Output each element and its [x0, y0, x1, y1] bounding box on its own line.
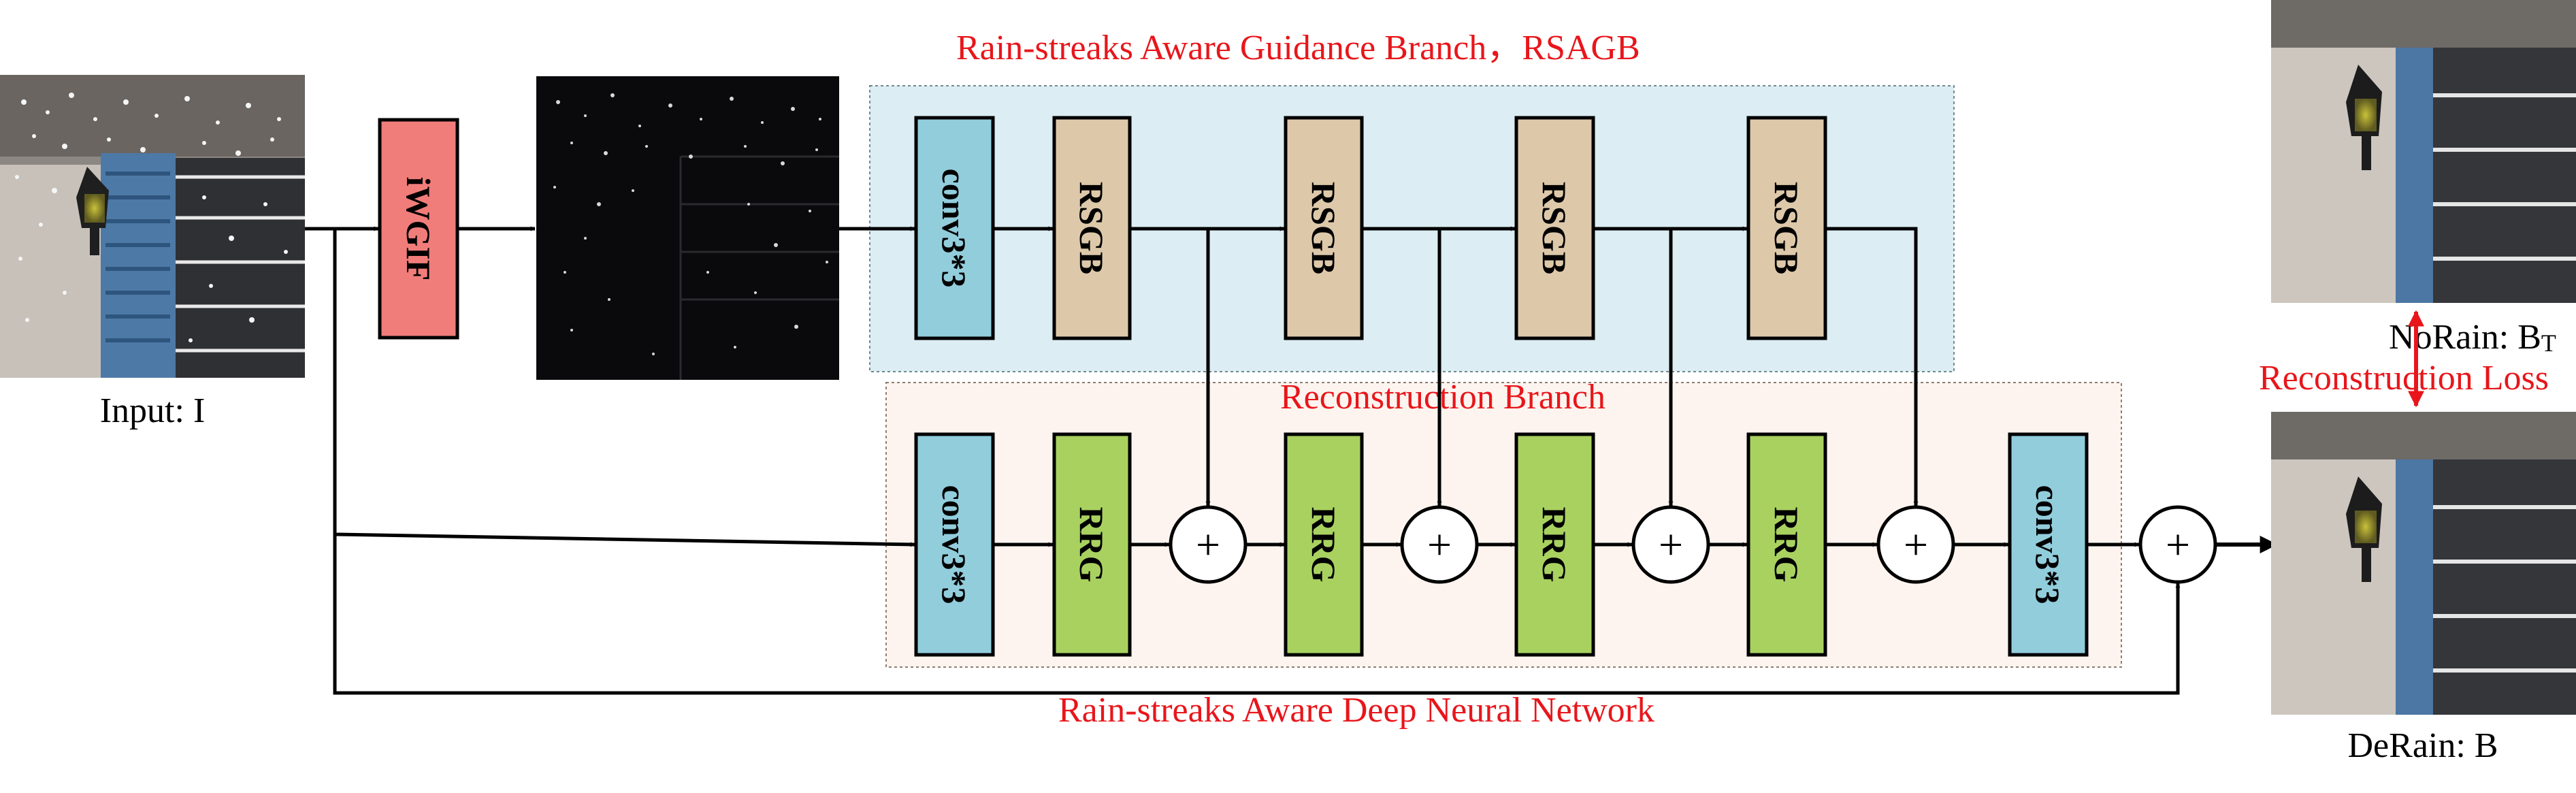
- norain-image: [2271, 0, 2576, 303]
- rsagb-title: Rain-streaks Aware Guidance Branch，RSAGB: [956, 29, 1640, 67]
- plus-node-1: +: [1169, 505, 1248, 584]
- conv-label-top: conv3*3: [935, 169, 973, 288]
- connections: [305, 226, 2181, 695]
- rsgb-label-1: RSGB: [1073, 182, 1111, 274]
- input-label: Input: I: [100, 391, 206, 430]
- derain-label: DeRain: B: [2348, 726, 2498, 765]
- rrg-block-3: [1514, 432, 1595, 657]
- conv-label-bottom-1: conv3*3: [935, 485, 973, 604]
- rrg-block-4: [1746, 432, 1827, 657]
- rsgb-block-3: [1514, 116, 1595, 340]
- rrg-label-1: RRG: [1073, 506, 1111, 582]
- rsgb-label-4: RSGB: [1767, 182, 1806, 274]
- rrg-label-3: RRG: [1535, 506, 1574, 582]
- svg-text:+: +: [1196, 521, 1220, 569]
- rsgb-label-2: RSGB: [1305, 182, 1343, 274]
- svg-text:+: +: [2166, 521, 2190, 569]
- svg-text:+: +: [1904, 521, 1928, 569]
- network-title: Rain-streaks Aware Deep Neural Network: [1058, 691, 1654, 730]
- loss-label: Reconstruction Loss: [2259, 359, 2549, 398]
- rrg-label-4: RRG: [1767, 506, 1806, 582]
- iwgif-label: iWGIF: [400, 177, 438, 281]
- rsgb-label-3: RSGB: [1535, 182, 1574, 274]
- plus-node-final: +: [2138, 505, 2217, 584]
- conv-block-top: [914, 116, 995, 340]
- derain-image: [2271, 412, 2576, 715]
- plus-node-4: +: [1876, 505, 1955, 584]
- plus-node-2: +: [1400, 505, 1479, 584]
- rsgb-block-4: [1746, 116, 1827, 340]
- recon-branch-title: Reconstruction Branch: [1280, 378, 1605, 417]
- plus-node-3: +: [1631, 505, 1710, 584]
- svg-text:+: +: [1659, 521, 1683, 569]
- norain-label: NoRain: BT: [2389, 318, 2556, 357]
- rsgb-block-2: [1284, 116, 1364, 340]
- svg-text:+: +: [1427, 521, 1452, 569]
- conv-label-bottom-2: conv3*3: [2029, 485, 2067, 604]
- input-image: [0, 75, 305, 378]
- conv-block-bottom-2: [2008, 432, 2089, 657]
- iwgif-block: [378, 118, 459, 340]
- rrg-block-1: [1052, 432, 1132, 657]
- rain-streak-image: [536, 76, 839, 380]
- rrg-label-2: RRG: [1305, 506, 1343, 582]
